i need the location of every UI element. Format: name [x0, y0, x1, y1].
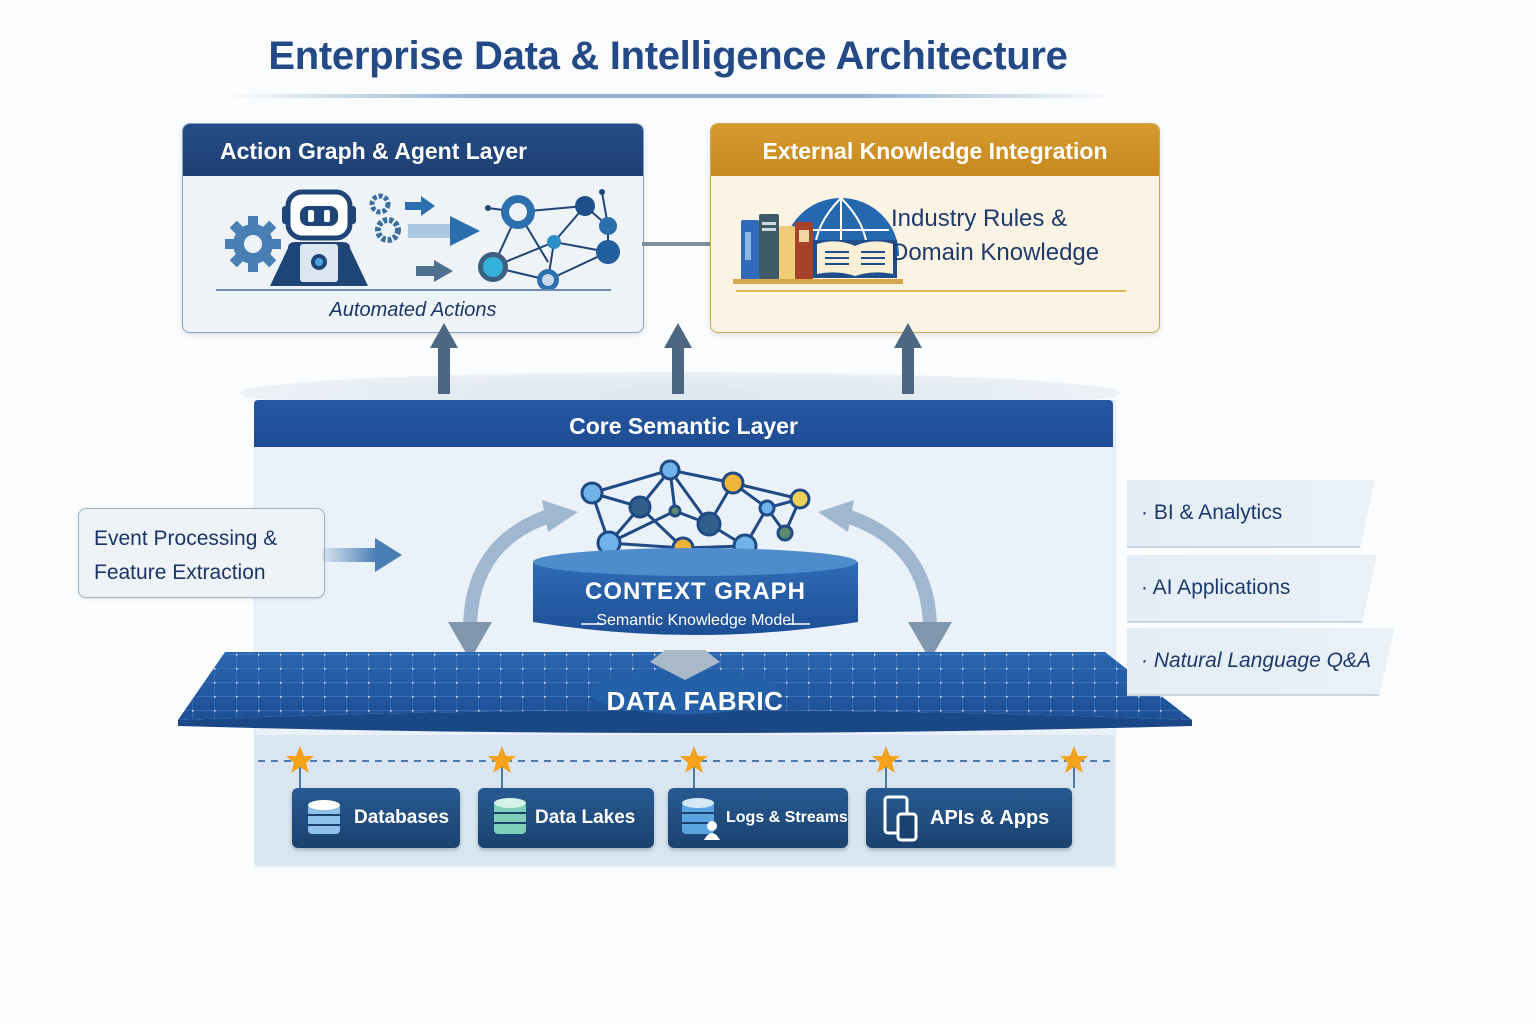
external-knowledge-line-1: Industry Rules & — [891, 205, 1068, 232]
mobile-devices-icon — [883, 795, 918, 842]
network-nodes — [478, 189, 620, 291]
external-knowledge-header: External Knowledge Integration — [711, 124, 1159, 176]
arrow-right-icon — [405, 196, 480, 282]
gear-icon — [375, 217, 401, 243]
panel-connector — [642, 242, 710, 246]
external-knowledge-text: Industry Rules & Domain Knowledge — [891, 202, 1099, 270]
source-logs-streams[interactable]: Logs & Streams — [668, 788, 848, 848]
source-data-lakes[interactable]: Data Lakes — [478, 788, 654, 848]
connector-diamond — [650, 650, 720, 680]
source-label: Logs & Streams — [726, 809, 848, 826]
input-arrow-icon — [322, 538, 402, 572]
output-natural-language-qa: · Natural Language Q&A — [1127, 628, 1395, 696]
source-databases[interactable]: Databases — [292, 788, 460, 848]
source-label: APIs & Apps — [930, 807, 1050, 829]
data-lake-icon — [494, 798, 526, 834]
external-divider — [736, 290, 1126, 292]
agent-layer-header: Action Graph & Agent Layer — [183, 124, 643, 176]
network-graph-icon — [487, 191, 609, 281]
output-label: · BI & Analytics — [1141, 501, 1283, 524]
agent-caption: Automated Actions — [329, 299, 497, 321]
external-knowledge-panel: External Knowledge Integration Industry … — [710, 123, 1160, 333]
event-processing-line-1: Event Processing & — [94, 527, 278, 550]
books-icon — [741, 214, 813, 280]
data-fabric-label: DATA FABRIC — [606, 686, 784, 716]
context-graph-subtitle: Semantic Knowledge Model — [596, 612, 795, 629]
arrow-up-icon — [664, 323, 692, 394]
shelf — [733, 279, 903, 284]
output-ai-applications: · AI Applications — [1127, 555, 1377, 623]
external-knowledge-line-2: Domain Knowledge — [891, 239, 1100, 266]
arrow-up-icon — [894, 323, 922, 394]
agent-illustration — [225, 189, 620, 291]
title-underline — [225, 94, 1115, 98]
source-apis-apps[interactable]: APIs & Apps — [866, 788, 1072, 848]
robot-icon — [270, 189, 368, 286]
up-arrows — [430, 323, 922, 394]
output-label: · Natural Language Q&A — [1141, 649, 1371, 672]
context-graph-title: CONTEXT GRAPH — [584, 578, 806, 605]
output-bi-analytics: · BI & Analytics — [1127, 480, 1375, 548]
output-label: · AI Applications — [1141, 576, 1291, 599]
arrow-icon — [448, 500, 952, 660]
data-fabric-surface — [178, 650, 1192, 733]
agent-layer-panel: Action Graph & Agent Layer — [182, 123, 644, 333]
event-processing-line-2: Feature Extraction — [94, 561, 266, 584]
context-graph-cylinder — [533, 548, 858, 635]
knowledge-illustration — [733, 197, 903, 284]
diagram-title: Enterprise Data & Intelligence Architect… — [268, 34, 1068, 78]
gear-icon — [225, 216, 281, 272]
open-book-icon — [813, 240, 897, 278]
core-semantic-header: Core Semantic Layer — [254, 400, 1113, 447]
logs-streams-icon — [682, 798, 720, 840]
source-label: Data Lakes — [535, 807, 636, 828]
curved-arrows — [448, 500, 952, 660]
star-icon — [286, 746, 1088, 773]
gear-icon — [369, 193, 391, 215]
source-label: Databases — [354, 807, 450, 828]
arrow-up-icon — [430, 323, 458, 394]
event-processing-box: Event Processing & Feature Extraction — [78, 508, 325, 598]
agent-divider — [216, 289, 611, 291]
event-processing-text: Event Processing & Feature Extraction — [94, 522, 277, 590]
source-connectors — [258, 746, 1112, 788]
database-icon — [308, 800, 340, 834]
